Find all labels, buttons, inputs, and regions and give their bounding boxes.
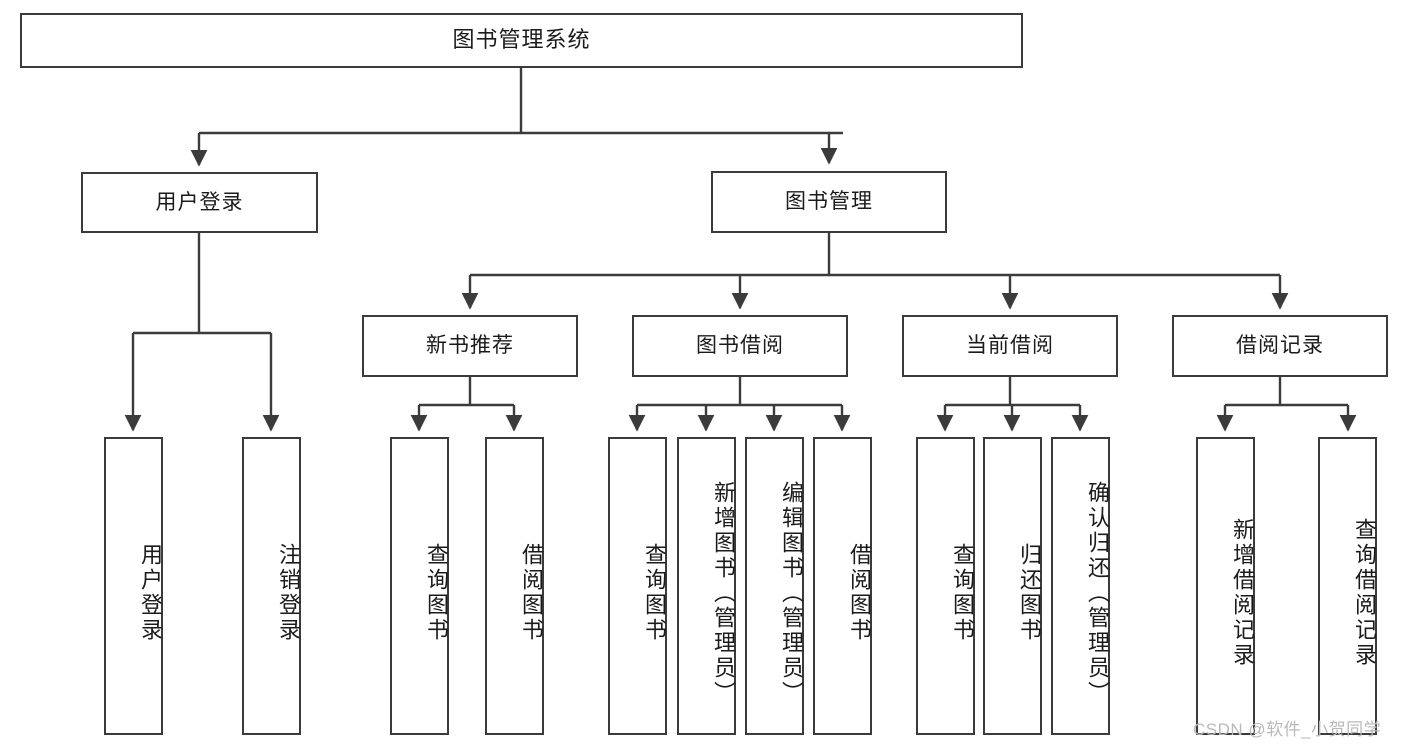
node-leaf-return-book[interactable]: 归还图书 [983, 437, 1042, 735]
node-leaf-query-book-1[interactable]: 查询图书 [390, 437, 449, 735]
node-label: 查询借阅记录 [1352, 518, 1377, 668]
node-current-borrow[interactable]: 当前借阅 [902, 315, 1118, 377]
node-leaf-query-record[interactable]: 查询借阅记录 [1318, 437, 1377, 735]
node-label: 编辑图书（管理员） [779, 480, 804, 706]
node-leaf-user-login[interactable]: 用户登录 [104, 437, 163, 735]
node-label: 借阅图书 [847, 543, 872, 643]
node-leaf-query-book-2[interactable]: 查询图书 [608, 437, 667, 735]
node-root-system[interactable]: 图书管理系统 [20, 13, 1023, 68]
node-leaf-edit-book[interactable]: 编辑图书（管理员） [745, 437, 804, 735]
node-label: 借阅记录 [1236, 334, 1324, 358]
node-label: 归还图书 [1017, 543, 1042, 643]
node-book-management[interactable]: 图书管理 [711, 171, 947, 233]
node-label: 确认归还（管理员） [1085, 480, 1110, 706]
node-label: 查询图书 [950, 543, 975, 643]
node-borrow-record[interactable]: 借阅记录 [1172, 315, 1388, 377]
node-new-book-recommend[interactable]: 新书推荐 [362, 315, 578, 377]
node-leaf-borrow-book-1[interactable]: 借阅图书 [485, 437, 544, 735]
node-label: 新书推荐 [426, 334, 514, 358]
node-leaf-query-book-3[interactable]: 查询图书 [916, 437, 975, 735]
node-leaf-confirm-return[interactable]: 确认归还（管理员） [1051, 437, 1110, 735]
node-label: 新增借阅记录 [1230, 518, 1255, 668]
node-label: 图书管理 [785, 190, 873, 214]
node-label: 用户登录 [155, 190, 244, 214]
node-label: 用户登录 [138, 543, 163, 643]
node-label: 查询图书 [642, 543, 667, 643]
node-label: 当前借阅 [966, 334, 1054, 358]
node-book-borrow[interactable]: 图书借阅 [632, 315, 848, 377]
csdn-watermark: CSDN @软件_小贺同学 [1193, 720, 1382, 739]
node-label: 图书借阅 [696, 334, 784, 358]
node-leaf-logout-login[interactable]: 注销登录 [242, 437, 301, 735]
node-user-login[interactable]: 用户登录 [81, 172, 318, 233]
node-leaf-add-record[interactable]: 新增借阅记录 [1196, 437, 1255, 735]
node-label: 注销登录 [276, 543, 301, 643]
node-leaf-borrow-book-2[interactable]: 借阅图书 [813, 437, 872, 735]
node-label: 图书管理系统 [452, 27, 591, 53]
node-label: 新增图书（管理员） [711, 480, 736, 706]
node-leaf-add-book[interactable]: 新增图书（管理员） [677, 437, 736, 735]
node-label: 查询图书 [424, 543, 449, 643]
node-label: 借阅图书 [519, 543, 544, 643]
